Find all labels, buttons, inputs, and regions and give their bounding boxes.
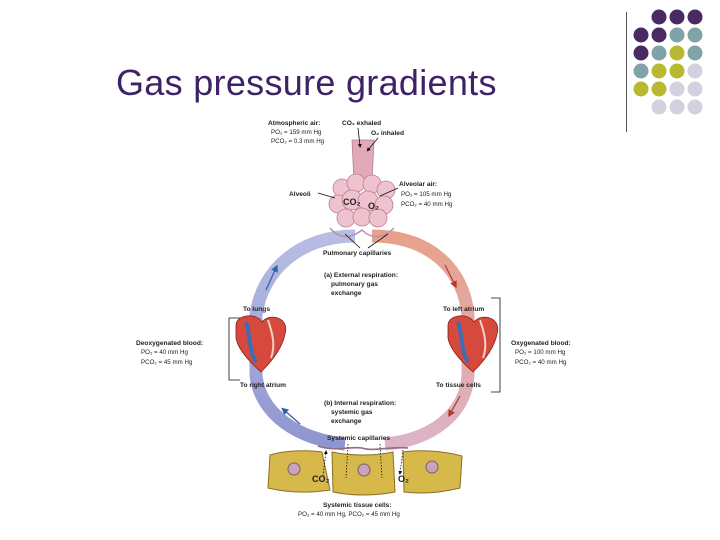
- slide-title: Gas pressure gradients: [116, 62, 497, 103]
- oxygenated-po2: PO₂ = 100 mm Hg: [515, 349, 566, 356]
- external-respiration-line3: exchange: [331, 290, 362, 297]
- external-respiration-line1: (a) External respiration:: [324, 272, 398, 279]
- decorative-dot: [687, 27, 703, 43]
- decorative-dot: [651, 99, 667, 115]
- co2-exhaled-label: CO₂ exhaled: [342, 120, 381, 127]
- pulmonary-capillary-net: [329, 227, 395, 238]
- decorative-dot: [687, 99, 703, 115]
- pulmonary-capillaries-label: Pulmonary capillaries: [323, 250, 391, 257]
- decorative-dot: [633, 81, 649, 97]
- internal-respiration-line3: exchange: [331, 418, 362, 425]
- alveoli-o2-gas: O₂: [368, 201, 379, 211]
- systemic-capillaries-label: Systemic capillaries: [327, 435, 390, 442]
- divider-line: [626, 12, 627, 132]
- alveolar-air-title: Alveolar air:: [399, 181, 437, 188]
- atmospheric-po2: PO₂ = 159 mm Hg: [271, 129, 322, 136]
- capillary-pointer-b: [379, 443, 383, 479]
- alveoli-co2-gas: CO₂: [343, 197, 361, 207]
- internal-respiration-line2: systemic gas: [331, 409, 373, 416]
- alveolar-pco2: PCO₂ = 40 mm Hg: [401, 201, 453, 208]
- decorative-dot: [669, 81, 685, 97]
- external-respiration-line2: pulmonary gas: [331, 281, 378, 288]
- o2-inhaled-label: O₂ inhaled: [371, 130, 404, 137]
- atmospheric-air-title: Atmospheric air:: [268, 120, 320, 127]
- flow-arrow-to-tissue: [448, 395, 461, 418]
- decorative-dot: [633, 27, 649, 43]
- pointer-alveoli: [317, 192, 336, 199]
- oxygenated-pco2: PCO₂ = 40 mm Hg: [515, 359, 567, 366]
- oxygenated-vessel: [371, 229, 475, 451]
- oxygenated-blood-title: Oxygenated blood:: [511, 340, 571, 347]
- decorative-dot: [669, 63, 685, 79]
- alveolar-po2: PO₂ = 105 mm Hg: [401, 191, 452, 198]
- pointer-co2-exhaled: [357, 127, 362, 148]
- to-tissue-cells-label: To tissue cells: [436, 382, 481, 389]
- decorative-dot: [687, 81, 703, 97]
- flow-arrow-from-lungs: [444, 264, 457, 289]
- flow-arrow-to-lungs: [265, 264, 278, 291]
- capillary-pointer-a: [345, 443, 349, 479]
- systemic-capillary-net: [317, 445, 409, 451]
- pointer-pulmonary-capillaries: [344, 233, 361, 249]
- decorative-dot: [687, 63, 703, 79]
- decorative-dot: [651, 9, 667, 25]
- deoxygenated-blood-title: Deoxygenated blood:: [136, 340, 203, 347]
- decorative-dot: [669, 27, 685, 43]
- left-bracket: [228, 317, 240, 381]
- flow-arrow-from-tissue: [281, 407, 301, 425]
- pointer-o2-inhaled: [366, 137, 379, 152]
- decorative-dot: [651, 63, 667, 79]
- decorative-dot: [669, 45, 685, 61]
- atmospheric-pco2: PCO₂ = 0.3 mm Hg: [271, 138, 325, 145]
- systemic-tissue-cells: [267, 450, 463, 496]
- decorative-dot: [633, 45, 649, 61]
- heart-left-icon: [235, 315, 287, 373]
- decorative-dot: [651, 81, 667, 97]
- decorative-dot: [651, 45, 667, 61]
- co2-flow-arrow: [322, 450, 328, 477]
- systemic-tissue-cells-values: PO₂ = 40 mm Hg, PCO₂ = 45 mm Hg: [298, 511, 400, 518]
- deoxygenated-po2: PO₂ = 40 mm Hg: [141, 349, 188, 356]
- internal-respiration-line1: (b) Internal respiration:: [324, 400, 396, 407]
- o2-flow-arrow: [398, 449, 404, 475]
- decorative-dot: [669, 9, 685, 25]
- decorative-dot-grid: [633, 9, 703, 115]
- tissue-co2-label: CO₂: [312, 474, 330, 484]
- systemic-tissue-cells-title: Systemic tissue cells:: [323, 502, 392, 509]
- alveoli-label: Alveoli: [289, 191, 311, 198]
- tissue-o2-label: O₂: [398, 474, 409, 484]
- decorative-dot: [633, 63, 649, 79]
- decorative-dot: [669, 99, 685, 115]
- decorative-dot: [687, 9, 703, 25]
- heart-right-icon: [447, 315, 499, 373]
- pointer-alveolar-air: [379, 187, 399, 197]
- alveoli-cluster: [328, 173, 396, 228]
- pointer-pulmonary-capillaries-2: [367, 233, 389, 249]
- deoxygenated-vessel: [249, 229, 356, 451]
- right-bracket: [491, 297, 501, 393]
- decorative-dot: [687, 45, 703, 61]
- to-right-atrium-label: To right atrium: [240, 382, 286, 389]
- deoxygenated-pco2: PCO₂ = 45 mm Hg: [141, 359, 193, 366]
- decorative-dot: [651, 27, 667, 43]
- to-lungs-label: To lungs: [243, 306, 270, 313]
- to-left-atrium-label: To left atrium: [443, 306, 484, 313]
